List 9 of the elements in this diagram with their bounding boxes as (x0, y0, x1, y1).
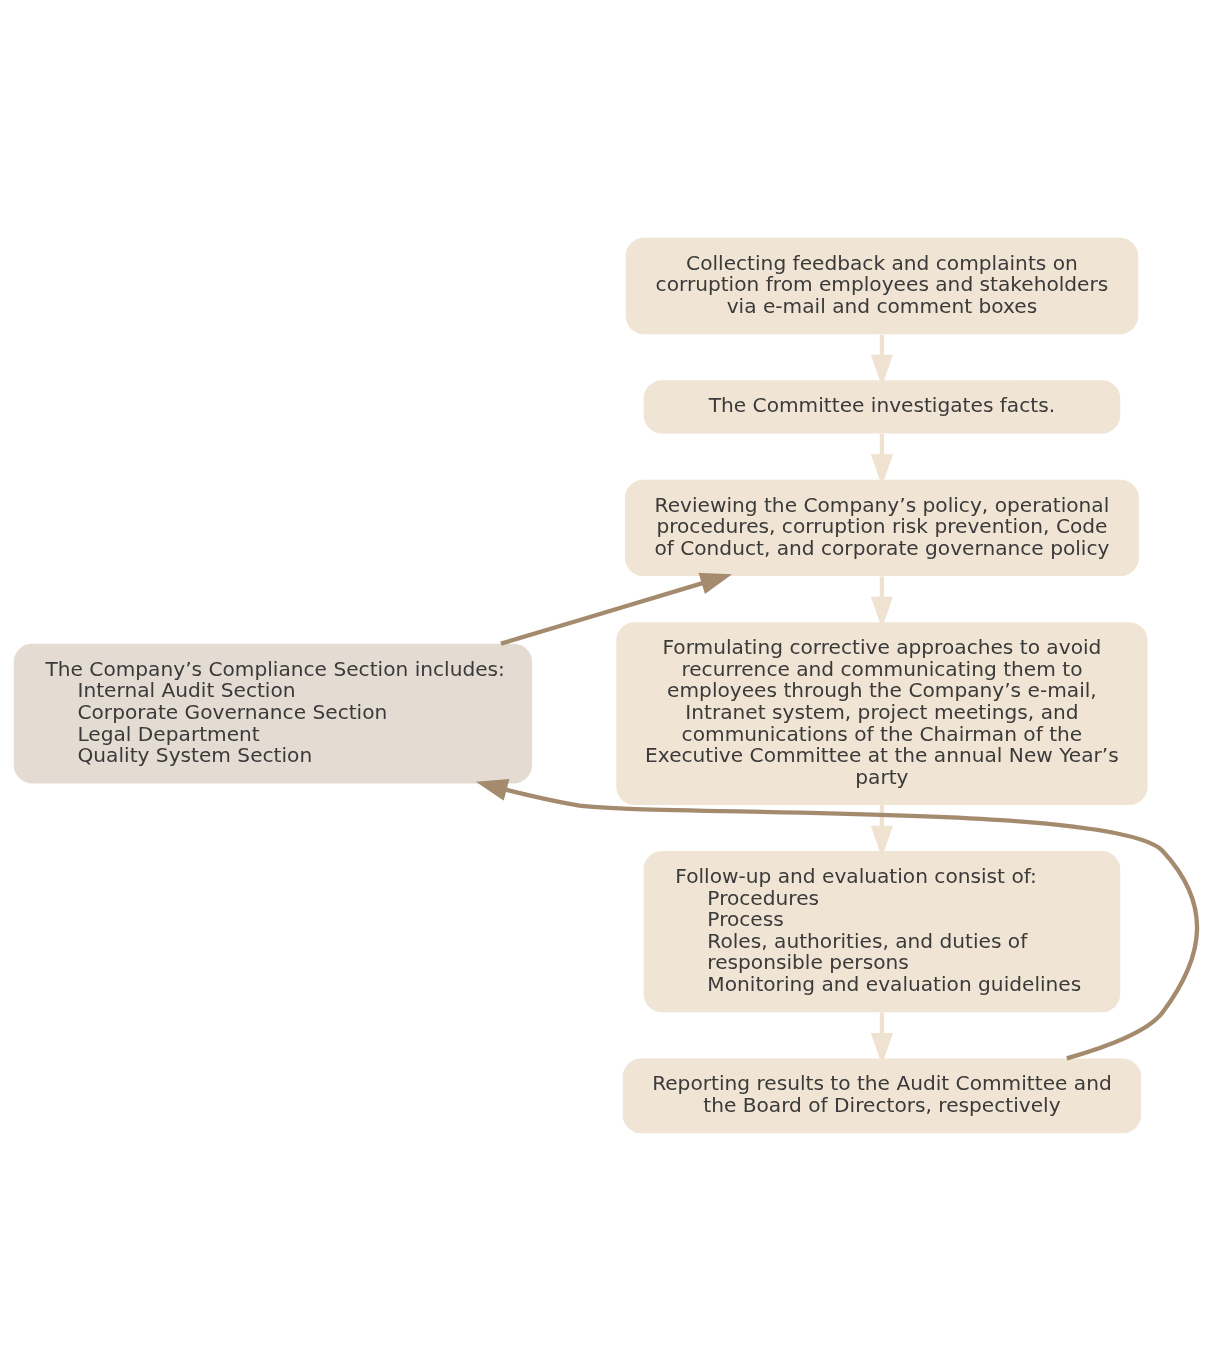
node-box: Formulating corrective approaches to avoid recurrence and communicating them to employees through the Company’s e-mail, Intranet system, project meetings, and communications of the Chairman of the Executive Committee at the annual New Year’s party (616, 622, 1148, 805)
arrow (500, 572, 733, 646)
node-box: The Committee investigates facts. (643, 380, 1121, 434)
node-box: The Company’s Compliance Section includes: Internal Audit Section Corporate Governance Section Legal Department Quality System Section (13, 643, 533, 784)
arrow (475, 779, 1200, 1061)
node-box: Reporting results to the Audit Committee and the Board of Directors, respectively (622, 1058, 1142, 1134)
node-box: Collecting feedback and complaints on corruption from employees and stakeholders via e-mail and comment boxes (625, 237, 1139, 335)
node-box: Follow-up and evaluation consist of: Procedures Process Roles, authorities, and duties of responsible persons Monitoring and evaluation guidelines (643, 851, 1121, 1013)
node-box: Reviewing the Company’s policy, operational procedures, corruption risk prevention, Code of Conduct, and corporate governance policy (624, 479, 1139, 577)
